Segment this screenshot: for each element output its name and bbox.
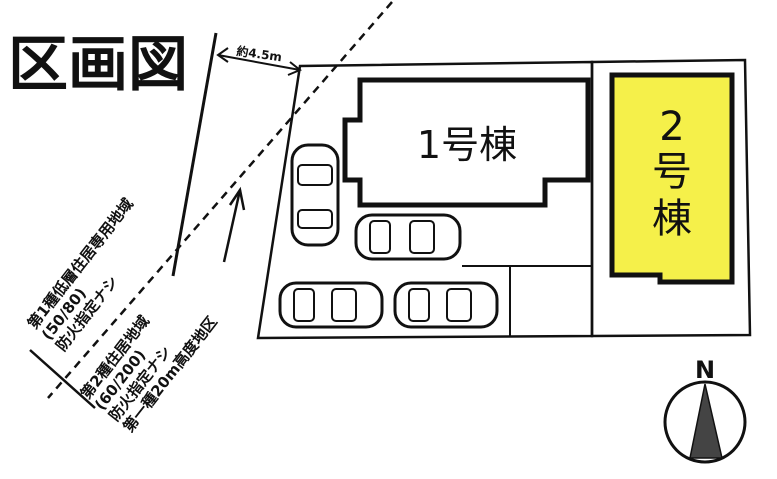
compass-icon: N <box>663 356 747 464</box>
building-1-label: 1号棟 <box>417 123 517 167</box>
north-arrow-line <box>222 189 242 263</box>
car-icon <box>354 213 462 261</box>
car-icon <box>290 143 340 247</box>
dimension-label: 約4.5m <box>236 43 283 64</box>
building-2-label-line-1: 2 <box>659 104 684 150</box>
building-1 <box>342 77 591 208</box>
title: 区画図 <box>8 30 188 100</box>
dimension-arrow <box>217 54 301 71</box>
car-icon <box>393 281 499 329</box>
arrow-up-icon <box>228 186 246 211</box>
building-2 <box>609 72 735 285</box>
compass-north-label: N <box>695 356 715 384</box>
car-icon <box>278 281 384 329</box>
zone-extent-arrow <box>29 349 96 409</box>
zone-boundary-line <box>47 1 393 399</box>
arrow-head-left-icon <box>216 47 229 63</box>
road-edge-line <box>171 32 218 277</box>
building-2-label-line-2: 号 <box>652 149 692 195</box>
lot-2-outline <box>590 58 752 338</box>
building-2-label-line-3: 棟 <box>652 196 692 242</box>
